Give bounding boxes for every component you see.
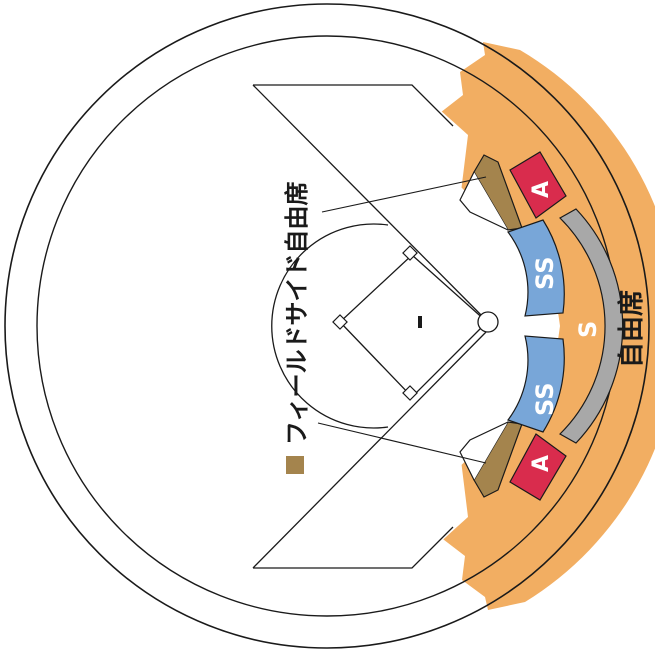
seat-s-center-label: S [574,321,602,338]
foul-line-lower [252,329,489,569]
seat-ss-lower[interactable] [507,335,565,433]
stadium-outline [4,3,650,649]
field-side-legend-label: フィールドサイド自由席 [283,181,311,445]
field-side-seat-lower[interactable] [473,421,523,498]
infield-arc [271,223,389,429]
seat-ss-upper-label: SS [531,257,559,291]
leader-line-lower [317,422,487,464]
foul-line-upper [252,84,489,323]
field-boundary-upper [253,84,454,127]
dugout-upper [459,171,509,231]
pitchers-mound [418,316,422,328]
seat-s-center[interactable] [559,208,624,444]
seat-ss-upper[interactable] [507,219,565,317]
second-base [332,314,348,330]
field-side-seat-upper[interactable] [473,154,523,231]
seat-ss-lower-label: SS [531,383,559,417]
leader-line-upper [321,176,487,213]
seat-a-lower[interactable] [509,433,567,501]
seat-a-lower-label: A [529,455,554,472]
field-side-legend-swatch [286,456,304,474]
seat-a-upper[interactable] [509,151,567,219]
field-boundary-lower [253,526,454,569]
home-plate-circle [477,311,499,333]
dugout-lower [459,421,509,481]
field-area [68,85,560,568]
general-admission-label: 自由席 [616,290,647,368]
first-base [402,245,418,261]
seat-a-upper-label: A [529,181,554,198]
third-base [402,385,418,401]
